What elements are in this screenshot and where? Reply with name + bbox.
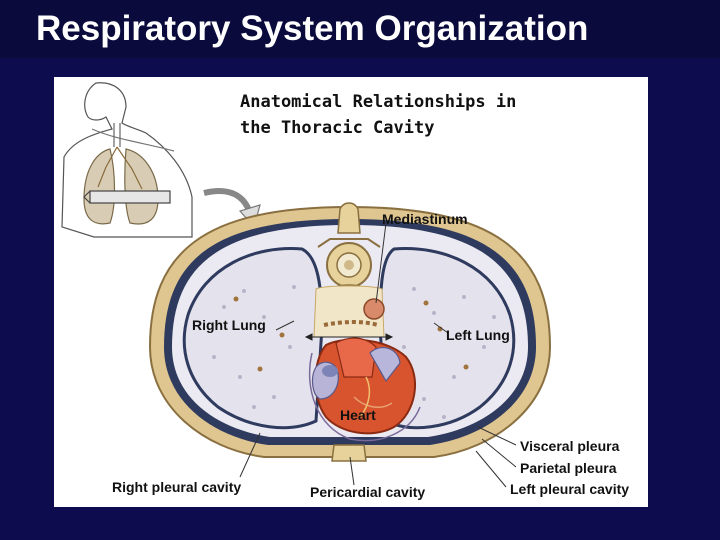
label-visceral-pleura: Visceral pleura <box>520 438 620 454</box>
label-left-lung: Left Lung <box>446 327 510 343</box>
heart <box>311 337 417 435</box>
bronchi-dots <box>233 296 469 372</box>
label-parietal-pleura: Parietal pleura <box>520 460 617 476</box>
pericardium <box>308 352 421 442</box>
label-pericardial-cavity: Pericardial cavity <box>310 484 426 500</box>
caption-line-1: Anatomical Relationships in <box>240 92 517 112</box>
caption-line-2: the Thoracic Cavity <box>240 118 435 138</box>
sternum <box>331 444 367 462</box>
label-right-lung: Right Lung <box>192 317 266 333</box>
figure-caption: Anatomical Relationships in the Thoracic… <box>240 89 640 141</box>
lung-texture <box>212 285 496 419</box>
label-mediastinum: Mediastinum <box>382 211 468 227</box>
torso-inset <box>61 82 261 238</box>
label-right-pleural-cavity: Right pleural cavity <box>112 479 242 495</box>
slide-title: Respiratory System Organization <box>0 0 720 58</box>
aorta <box>363 298 385 320</box>
thoracic-cavity-illustration <box>61 82 552 488</box>
label-leader-lines <box>239 222 517 488</box>
label-heart: Heart <box>340 407 376 423</box>
label-left-pleural-cavity: Left pleural cavity <box>510 481 630 497</box>
thoracic-cross-section <box>148 202 552 488</box>
mediastinum-width-arrow <box>304 333 394 341</box>
thoracic-cavity-figure: Anatomical Relationships in the Thoracic… <box>54 77 648 507</box>
